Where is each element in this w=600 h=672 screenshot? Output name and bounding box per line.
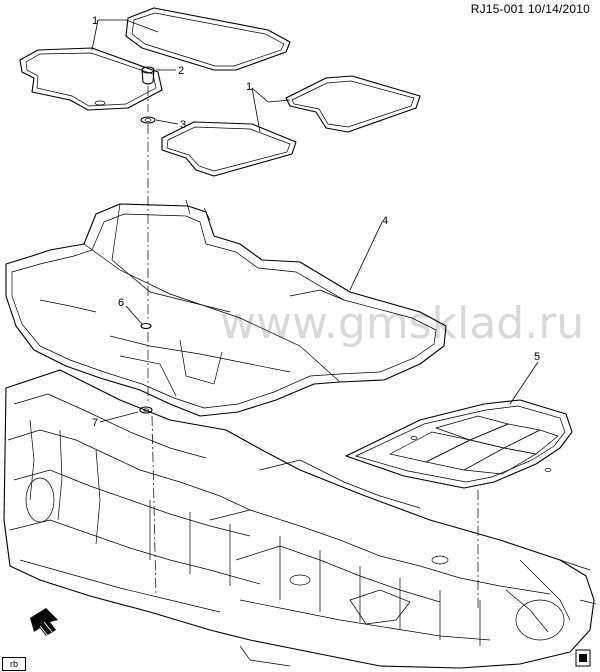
- callout-1-front: 1: [92, 15, 98, 27]
- locator-lines: [147, 86, 479, 610]
- retainer-part-7: [139, 406, 153, 414]
- front-left-floor-mat: [19, 47, 163, 111]
- callout-leaders: [91, 19, 539, 423]
- rear-left-floor-mat: [161, 121, 297, 177]
- diagram-reference-label: RJ15-001 10/14/2010: [470, 2, 590, 16]
- vehicle-body-underbody: [3, 369, 597, 669]
- callout-7: 7: [92, 417, 98, 429]
- rear-right-floor-mat: [285, 75, 421, 133]
- rear-floor-panel-part-5: [345, 399, 573, 489]
- callout-1-rear: 1: [246, 81, 252, 93]
- callout-5: 5: [534, 351, 540, 363]
- watermark-text: www.gmsklad.ru: [220, 298, 584, 349]
- front-direction-arrow-icon: [30, 608, 58, 637]
- floor-carpet-part-4: [5, 199, 447, 417]
- callout-4: 4: [382, 215, 388, 227]
- callout-3: 3: [180, 119, 186, 131]
- mat-retainer-part-3: [140, 116, 156, 124]
- mat-retainer-part-2: [141, 66, 155, 85]
- page-symbol-icon: [575, 649, 591, 667]
- callout-6: 6: [118, 297, 124, 309]
- corner-tag-label: rb: [2, 657, 26, 671]
- front-right-floor-mat: [125, 7, 291, 71]
- callout-2: 2: [178, 65, 184, 77]
